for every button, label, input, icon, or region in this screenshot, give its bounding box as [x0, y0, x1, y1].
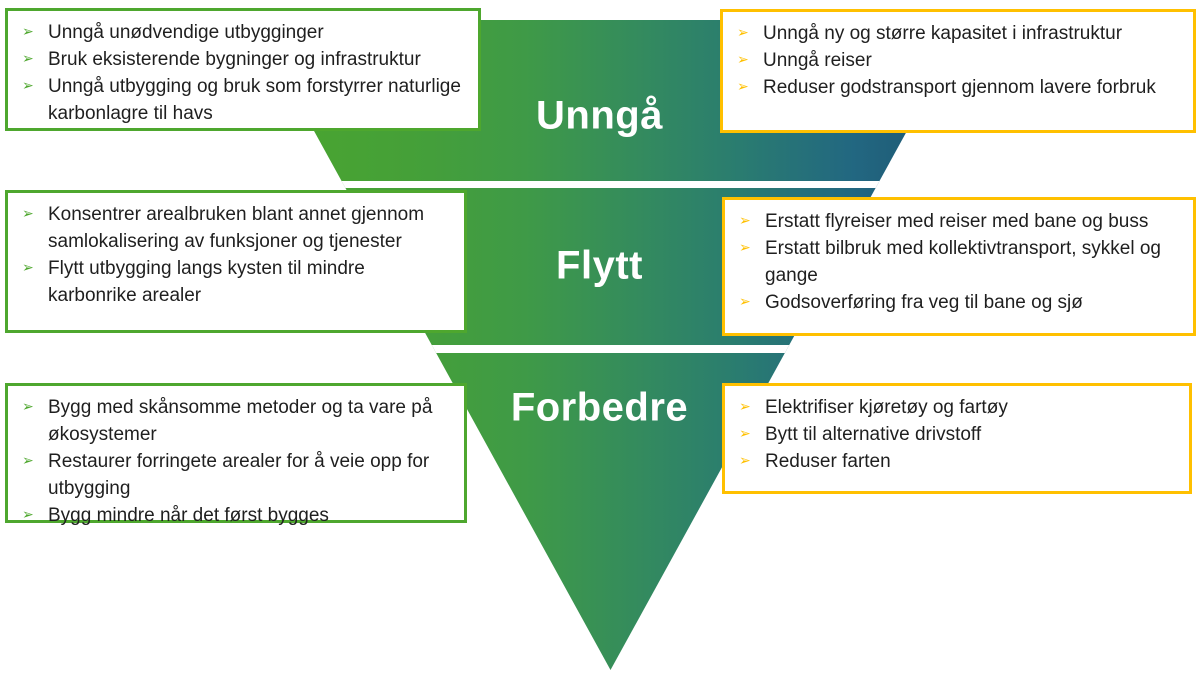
arrow-bullet-icon: ➢ [739, 453, 751, 469]
arrow-bullet-icon: ➢ [737, 25, 749, 41]
bullet-item: ➢ Konsentrer arealbruken blant annet gjen… [22, 201, 456, 255]
bullet-item: ➢ Bygg mindre når det først bygges [22, 502, 456, 529]
note-box-shift-right: ➢ Erstatt flyreiser med reiser med bane o… [722, 197, 1196, 336]
bullet-text: Reduser godstransport gjennom lavere for… [763, 77, 1156, 98]
arrow-bullet-icon: ➢ [739, 426, 751, 442]
arrow-bullet-icon: ➢ [22, 260, 34, 276]
bullet-text: Godsoverføring fra veg til bane og sjø [765, 292, 1083, 313]
arrow-bullet-icon: ➢ [739, 399, 751, 415]
arrow-bullet-icon: ➢ [22, 51, 34, 67]
bullet-item: ➢ Reduser godstransport gjennom lavere fo… [737, 74, 1185, 101]
note-box-avoid-left: ➢ Unngå unødvendige utbygginger ➢ Bruk eksi… [5, 8, 481, 131]
bullet-item: ➢ Erstatt bilbruk med kollektivtransport,… [739, 235, 1185, 289]
bullet-text: Bygg med skånsomme metoder og ta vare på… [48, 397, 433, 445]
arrow-bullet-icon: ➢ [739, 240, 751, 256]
bullet-item: ➢ Unngå unødvendige utbygginger [22, 19, 470, 46]
arrow-bullet-icon: ➢ [737, 79, 749, 95]
note-box-improve-right: ➢ Elektrifiser kjøretøy og fartøy ➢ Bytt ti… [722, 383, 1192, 494]
bullet-item: ➢ Flytt utbygging langs kysten til mindre… [22, 255, 456, 309]
bullet-item: ➢ Elektrifiser kjøretøy og fartøy [739, 394, 1181, 421]
bullet-text: Flytt utbygging langs kysten til mindre … [48, 258, 365, 306]
arrow-bullet-icon: ➢ [22, 453, 34, 469]
arrow-bullet-icon: ➢ [22, 78, 34, 94]
bullet-text: Konsentrer arealbruken blant annet gjenn… [48, 204, 425, 252]
bullet-text: Erstatt bilbruk med kollektivtransport, … [765, 238, 1161, 286]
arrow-bullet-icon: ➢ [22, 206, 34, 222]
bullet-text: Unngå ny og større kapasitet i infrastru… [763, 23, 1123, 44]
funnel-level-label-unnga: Unngå [536, 93, 663, 138]
bullet-text: Bruk eksisterende bygninger og infrastru… [48, 49, 421, 70]
bullet-item: ➢ Reduser farten [739, 448, 1181, 475]
bullet-item: ➢ Unngå utbygging og bruk som forstyrrer … [22, 73, 470, 127]
bullet-list: ➢ Unngå unødvendige utbygginger ➢ Bruk eksi… [22, 19, 470, 127]
bullet-list: ➢ Erstatt flyreiser med reiser med bane o… [739, 208, 1185, 316]
bullet-text: Unngå utbygging og bruk som forstyrrer n… [48, 76, 461, 124]
bullet-list: ➢ Konsentrer arealbruken blant annet gjen… [22, 201, 456, 309]
arrow-bullet-icon: ➢ [737, 52, 749, 68]
bullet-item: ➢ Unngå reiser [737, 47, 1185, 74]
funnel-band-divider [253, 345, 968, 353]
funnel-level-label-flytt: Flytt [556, 243, 643, 288]
bullet-text: Elektrifiser kjøretøy og fartøy [765, 397, 1008, 418]
funnel-band-divider [253, 181, 968, 188]
bullet-item: ➢ Unngå ny og større kapasitet i infrastr… [737, 20, 1185, 47]
bullet-text: Restaurer forringete arealer for å veie … [48, 451, 430, 499]
bullet-item: ➢ Bruk eksisterende bygninger og infrastr… [22, 46, 470, 73]
bullet-text: Bygg mindre når det først bygges [48, 505, 329, 526]
bullet-text: Unngå unødvendige utbygginger [48, 22, 324, 43]
arrow-bullet-icon: ➢ [22, 507, 34, 523]
bullet-text: Unngå reiser [763, 50, 872, 71]
bullet-list: ➢ Bygg med skånsomme metoder og ta vare p… [22, 394, 456, 529]
arrow-bullet-icon: ➢ [22, 24, 34, 40]
bullet-item: ➢ Bygg med skånsomme metoder og ta vare p… [22, 394, 456, 448]
bullet-item: ➢ Restaurer forringete arealer for å veie… [22, 448, 456, 502]
bullet-text: Erstatt flyreiser med reiser med bane og… [765, 211, 1149, 232]
bullet-item: ➢ Erstatt flyreiser med reiser med bane o… [739, 208, 1185, 235]
bullet-item: ➢ Godsoverføring fra veg til bane og sjø [739, 289, 1185, 316]
bullet-list: ➢ Unngå ny og større kapasitet i infrastr… [737, 20, 1185, 101]
bullet-text: Bytt til alternative drivstoff [765, 424, 982, 445]
arrow-bullet-icon: ➢ [22, 399, 34, 415]
note-box-avoid-right: ➢ Unngå ny og større kapasitet i infrastr… [720, 9, 1196, 133]
note-box-improve-left: ➢ Bygg med skånsomme metoder og ta vare p… [5, 383, 467, 526]
arrow-bullet-icon: ➢ [739, 213, 751, 229]
bullet-text: Reduser farten [765, 451, 891, 472]
bullet-list: ➢ Elektrifiser kjøretøy og fartøy ➢ Bytt ti… [739, 394, 1181, 475]
funnel-level-label-forbedre: Forbedre [510, 385, 689, 430]
note-box-shift-left: ➢ Konsentrer arealbruken blant annet gjen… [5, 190, 467, 333]
arrow-bullet-icon: ➢ [739, 294, 751, 310]
bullet-item: ➢ Bytt til alternative drivstoff [739, 421, 1181, 448]
